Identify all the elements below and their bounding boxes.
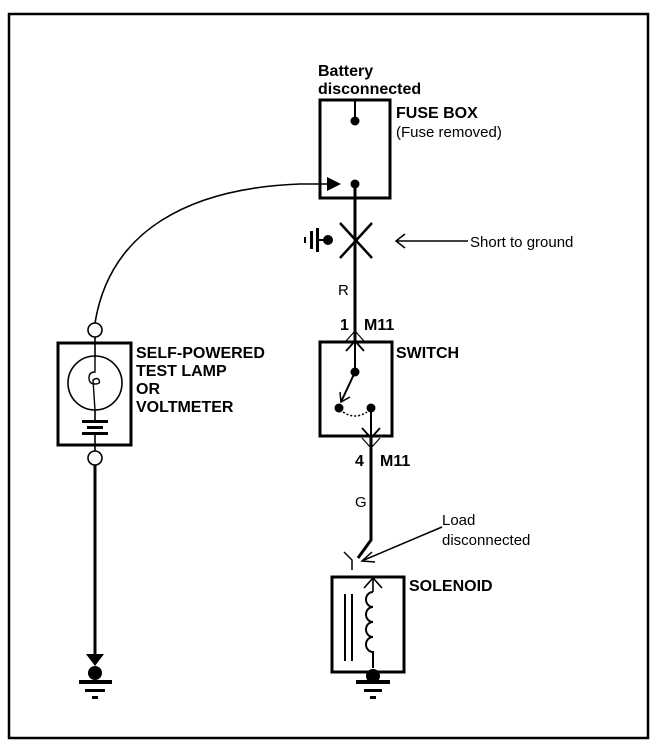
tester-bottom-terminal [87,450,103,466]
short-x-mark [339,222,373,259]
open-connector-mark [343,551,353,570]
connector-chevron-top [345,339,365,352]
lamp-filament-icon [88,358,101,411]
solenoid-title: SOLENOID [409,578,493,595]
switch-component [318,330,394,449]
solenoid-component [330,575,406,674]
switch-pin-4: 4 [355,453,364,470]
load-note-line1: Load [442,512,475,529]
short-pointer-arrow [394,233,468,249]
wire-lower-color-code: G [355,494,367,511]
probe-arrow-icon [327,177,341,191]
fuse-box-subtitle: (Fuse removed) [396,124,502,141]
switch-blade [340,371,356,403]
load-pointer-arrow [360,526,443,563]
tester-top-terminal [87,322,103,338]
switch-travel-path [342,411,368,417]
test-lamp-component [56,322,133,466]
battery-note-line2: disconnected [318,81,421,98]
tester-ground-icon [79,654,112,699]
wire-green [356,437,373,559]
switch-contact-a [334,403,344,413]
switch-title: SWITCH [396,345,459,362]
tester-label-line4: VOLTMETER [136,399,234,416]
fuse-top-terminal [350,116,360,126]
tester-label-line1: SELF-POWERED [136,345,265,362]
fuse-box-title: FUSE BOX [396,105,478,122]
battery-note-line1: Battery [318,63,373,80]
load-note-line2: disconnected [442,532,530,549]
solenoid-coil-icon [365,591,374,668]
fuse-box [318,98,392,200]
solenoid-ground-icon [356,669,390,699]
tester-label-line3: OR [136,381,160,398]
wire-upper-color-code: R [338,282,349,299]
diagram-frame [7,12,650,740]
battery-cell-icon [82,420,108,435]
switch-connector-upper: M11 [364,317,394,334]
short-to-ground-label: Short to ground [470,234,573,251]
test-lead-wire [94,183,327,324]
chassis-ground-icon [304,228,333,252]
switch-connector-lower: M11 [380,453,410,470]
switch-pin-1: 1 [340,317,349,334]
tester-label-line2: TEST LAMP [136,363,227,380]
